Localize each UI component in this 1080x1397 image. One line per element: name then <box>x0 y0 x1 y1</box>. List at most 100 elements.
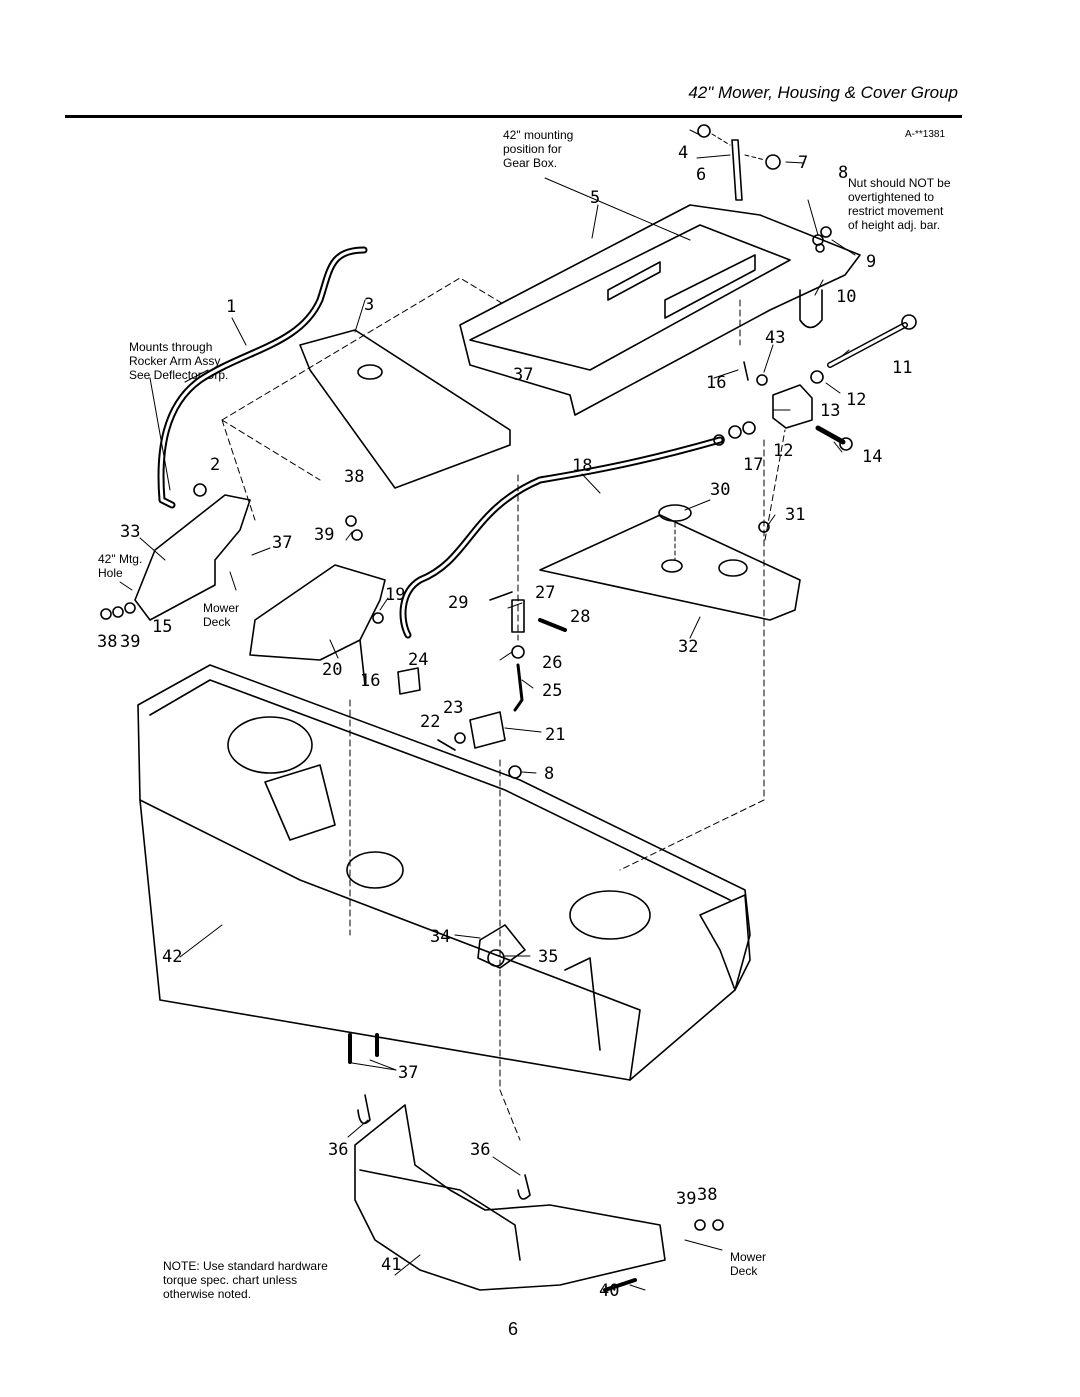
part-42-top <box>149 679 731 901</box>
part-12-washer <box>742 421 756 435</box>
part-14-head <box>839 437 853 451</box>
callout-25: 25 <box>542 681 562 701</box>
callout-36: 36 <box>328 1140 348 1160</box>
header-rule <box>65 115 962 118</box>
part-42-spindle <box>346 851 404 889</box>
part-3-hole <box>357 364 383 380</box>
callout-39: 39 <box>314 525 334 545</box>
part-17-washer <box>728 425 742 439</box>
part-42-spindle <box>227 716 313 774</box>
part-42-hatch <box>564 957 601 1051</box>
part-18-rod-core <box>401 438 722 637</box>
part-41-inner <box>359 1169 521 1261</box>
callout-36b: 36 <box>470 1140 490 1160</box>
part-30-bearing <box>658 504 692 522</box>
part-39-washer <box>351 529 363 541</box>
part-9-nut <box>815 243 825 253</box>
part-38-nut <box>712 1219 724 1231</box>
page-header-title: 42" Mower, Housing & Cover Group <box>688 83 958 102</box>
note-line: of height adj. bar. <box>848 218 941 232</box>
note-line: otherwise noted. <box>163 1287 252 1301</box>
note-hardware: NOTE: Use standard hardware torque spec.… <box>163 1259 328 1301</box>
callout-39b: 39 <box>120 632 140 652</box>
part-14-pin <box>815 425 846 445</box>
part-43-washer <box>756 374 768 386</box>
callout-30: 30 <box>710 480 730 500</box>
part-42-chute <box>699 894 751 991</box>
part-5-slot <box>664 254 756 319</box>
callout-24: 24 <box>408 650 428 670</box>
dashed-guide <box>349 699 521 1141</box>
note-mtg-hole: 42" Mtg. Hole <box>98 552 142 580</box>
callout-33: 33 <box>120 522 140 542</box>
callout-43: 43 <box>765 328 785 348</box>
part-15-washer <box>124 602 136 614</box>
part-5-slot <box>607 261 661 301</box>
part-22-clip <box>437 739 456 751</box>
callout-26: 26 <box>542 653 562 673</box>
callout-7: 7 <box>798 153 808 173</box>
leader-line <box>119 129 856 1291</box>
callout-18: 18 <box>572 456 592 476</box>
part-2-nut <box>193 483 207 497</box>
note-line: Mower <box>730 1250 767 1264</box>
callout-6: 6 <box>696 165 706 185</box>
callout-1: 1 <box>226 297 236 317</box>
part-11-bolt-core <box>828 323 907 367</box>
part-25-rod <box>513 663 524 712</box>
part-21-bracket <box>469 711 506 749</box>
part-5-bracket <box>459 204 861 416</box>
part-32-hole <box>661 559 683 573</box>
note-line: Mower <box>203 601 240 615</box>
callout-31: 31 <box>785 505 805 525</box>
page-number: 6 <box>508 1319 519 1339</box>
part-39-washer <box>112 606 124 618</box>
leader-rocker <box>149 369 209 491</box>
callout-4: 4 <box>678 143 688 163</box>
part-39-washer <box>694 1219 706 1231</box>
figure-code: A-**1381 <box>905 129 946 140</box>
part-24-block <box>397 667 421 695</box>
part-36-hook <box>357 1094 371 1125</box>
part-4-bolt <box>697 124 711 138</box>
callout-28: 28 <box>570 607 590 627</box>
note-line: 42" Mtg. <box>98 552 143 566</box>
callout-2: 2 <box>210 455 220 475</box>
part-19-washer <box>372 612 384 624</box>
note-line: NOTE: Use standard hardware <box>163 1259 328 1273</box>
callout-16b: 16 <box>360 671 380 691</box>
note-line: Deck <box>203 615 231 629</box>
callout-3: 3 <box>364 295 374 315</box>
callout-27: 27 <box>535 583 555 603</box>
part-35-bearing <box>487 949 505 967</box>
dashed-outline-3 <box>221 277 506 521</box>
part-28-pin <box>538 618 567 632</box>
dashed-hw <box>711 133 766 161</box>
callout-8b: 8 <box>544 764 554 784</box>
callout-13: 13 <box>820 401 840 421</box>
callout-38c: 38 <box>697 1185 717 1205</box>
note-mower-deck-left: Mower Deck <box>203 601 239 629</box>
callout-37: 37 <box>272 533 292 553</box>
callout-37c: 37 <box>398 1063 418 1083</box>
part-16-pin <box>743 361 749 381</box>
note-line: overtightened to <box>848 190 935 204</box>
callout-12: 12 <box>846 390 866 410</box>
note-mower-deck-bottom: Mower Deck <box>730 1250 766 1278</box>
callout-15: 15 <box>152 617 172 637</box>
part-13-block <box>772 384 813 429</box>
part-7-nut <box>765 154 781 170</box>
part-36-hook <box>517 1174 531 1200</box>
callout-12b: 12 <box>773 441 793 461</box>
callout-32: 32 <box>678 637 698 657</box>
part-12-washer <box>810 370 824 384</box>
note-line: Deck <box>730 1264 758 1278</box>
part-42-deck <box>137 664 751 1081</box>
note-nut: Nut should NOT be overtightened to restr… <box>848 176 951 232</box>
leader-gear-box <box>544 177 691 241</box>
callout-8: 8 <box>838 163 848 183</box>
part-20-bracket <box>249 564 386 661</box>
callout-29: 29 <box>448 593 468 613</box>
part-29-clip <box>489 591 513 601</box>
